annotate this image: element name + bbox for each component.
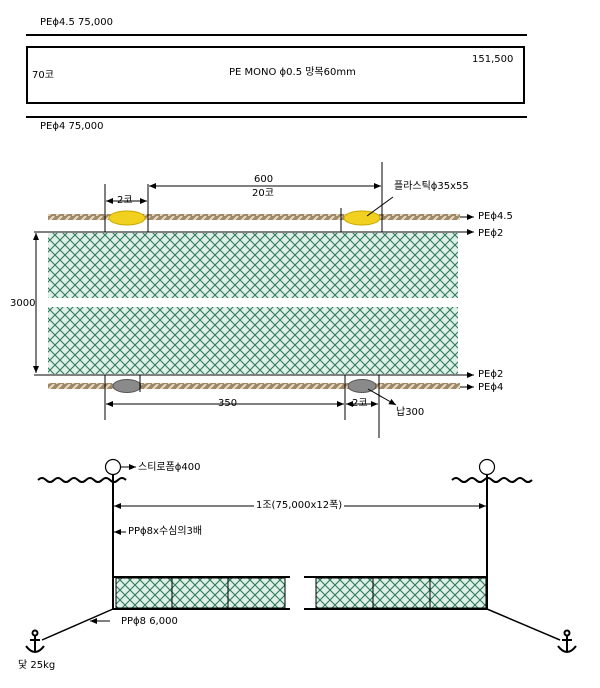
footline-divider xyxy=(26,116,527,118)
overview-net-left xyxy=(115,577,286,609)
buoy-label: 스티로폼ϕ400 xyxy=(138,462,201,473)
riser-label: PPϕ8x수심의3배 xyxy=(128,526,203,537)
dim-350: 350 xyxy=(218,398,238,409)
anchor-label: 닻 25kg xyxy=(18,660,56,671)
float-left xyxy=(108,210,146,226)
count-right: 151,500 xyxy=(472,54,514,65)
sinker-right xyxy=(347,379,377,393)
float-label: 플라스틱ϕ35x55 xyxy=(394,181,469,192)
wave-left xyxy=(37,477,127,483)
dim-3000: 3000 xyxy=(10,298,36,309)
float-rope xyxy=(48,214,460,220)
label-pe4: PEϕ4 xyxy=(478,382,504,393)
float-right xyxy=(343,210,381,226)
wave-right xyxy=(451,477,533,483)
sinker-leader xyxy=(367,388,397,406)
sinker-left xyxy=(112,379,142,393)
label-pe45: PEϕ4.5 xyxy=(478,211,513,222)
anchor-left-icon xyxy=(25,629,45,653)
anchor-right-icon xyxy=(557,629,577,653)
net-spec-label: PE MONO ϕ0.5 망목60mm xyxy=(229,67,356,78)
span-label: 1조(75,000x12폭) xyxy=(254,500,345,512)
anchor-line-right xyxy=(486,608,561,641)
anchor-line-left xyxy=(41,608,114,641)
top-rope-spec: PEϕ4.5 75,000 xyxy=(40,17,114,28)
sinker-rope xyxy=(48,383,460,389)
netting-upper xyxy=(48,233,458,298)
netting-lower xyxy=(48,307,458,374)
label-pe2-bottom: PEϕ2 xyxy=(478,369,504,380)
overview-net-right xyxy=(315,577,487,609)
float-leader xyxy=(366,196,394,217)
count-left: 70코 xyxy=(32,70,54,81)
headline-divider xyxy=(26,34,527,36)
dim-2ko-bottom: 2코 xyxy=(352,398,368,409)
bottom-rope-spec: PEϕ4 75,000 xyxy=(40,121,104,132)
buoy-right xyxy=(478,458,496,476)
dim-2ko-top: 2코 xyxy=(117,195,133,206)
label-pe2-top: PEϕ2 xyxy=(478,228,504,239)
dim-20ko: 20코 xyxy=(252,188,274,199)
anchor-line-label: PPϕ8 6,000 xyxy=(121,616,178,627)
buoy-left xyxy=(104,458,122,476)
sinker-label: 납300 xyxy=(396,407,425,418)
dim-600: 600 xyxy=(254,174,274,185)
net-spec-box xyxy=(26,46,525,104)
